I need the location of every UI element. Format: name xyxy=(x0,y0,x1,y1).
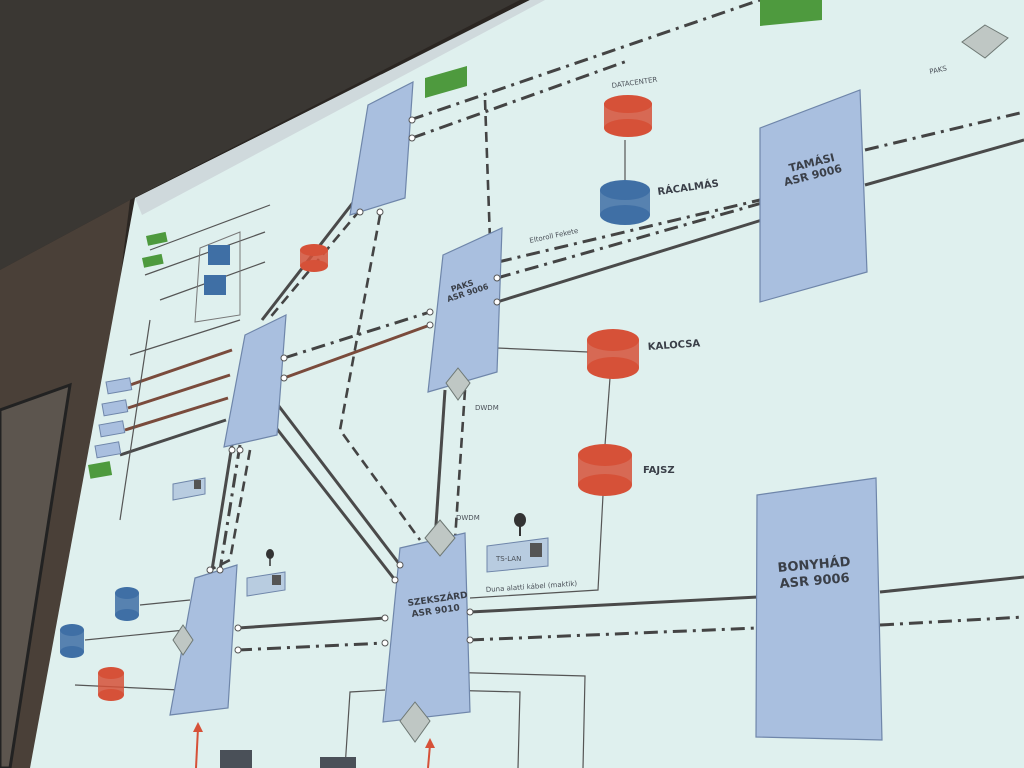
router-racalmas-icon[interactable] xyxy=(600,180,650,225)
arrow-bottom-1 xyxy=(195,727,199,768)
node-bonyhad[interactable]: BONYHÁD ASR 9006 xyxy=(755,477,883,741)
tag-green-left-3 xyxy=(88,461,113,479)
arrow-bottom-1-head xyxy=(193,722,203,732)
ceiling xyxy=(0,0,520,270)
link-southwest-b xyxy=(84,629,186,641)
ts-lan-szekszard-label: TS-LAN xyxy=(495,555,521,563)
annotation-dwdm-paks: DWDM xyxy=(475,404,499,412)
tag-blue-left-4 xyxy=(94,441,122,459)
link-dunaujvaros-south xyxy=(218,444,242,571)
router-fajsz-label: FAJSZ xyxy=(643,465,675,476)
dwdm-paks xyxy=(445,367,471,401)
node-upper[interactable] xyxy=(349,80,414,216)
router-fajsz-icon[interactable] xyxy=(578,444,632,496)
router-paks-small-icon[interactable] xyxy=(300,244,328,272)
link-tamasi-east xyxy=(864,138,1024,187)
device-bottom-2 xyxy=(320,757,356,768)
app-toolbar xyxy=(135,0,545,215)
link-top-paks xyxy=(483,99,492,241)
link-west-bundle-2 xyxy=(127,373,231,410)
link-dunaujvaros-szekszard-a xyxy=(268,419,397,581)
node-bonyhad-model: ASR 9006 xyxy=(779,571,850,592)
link-top-east-b xyxy=(411,58,631,140)
arrow-bottom-2-head xyxy=(425,738,435,748)
link-tamasi-east-dash xyxy=(864,110,1024,152)
link-west-thin-4 xyxy=(129,319,241,356)
router-southwest-a-icon[interactable] xyxy=(115,587,139,621)
link-kalocsa-paks xyxy=(496,347,589,353)
link-szekszard-bonyhad xyxy=(469,595,759,614)
router-kalocsa-icon[interactable] xyxy=(587,329,639,379)
link-paks-tamasi-dash xyxy=(496,201,763,280)
ts-lan-szekszard[interactable]: TS-LAN xyxy=(486,537,549,573)
node-tamasi[interactable]: TAMÁSI ASR 9006 xyxy=(759,89,868,303)
annotation-dwdm-szekszard: DWDM xyxy=(456,514,480,522)
node-bonyhad-name: BONYHÁD xyxy=(777,554,851,576)
node-szekszard[interactable]: SZEKSZÁRD ASR 9010 xyxy=(382,532,471,723)
tag-blue-left-2 xyxy=(101,399,129,417)
link-paks-szekszard-dash xyxy=(453,389,467,541)
link-dunaujvaros-szekszard-b xyxy=(276,404,402,566)
tag-green-left-1 xyxy=(146,231,168,246)
link-bonyhad-east xyxy=(879,575,1024,594)
link-dunaujvaros-szekszard-c xyxy=(209,449,252,572)
dwdm-top-right xyxy=(961,24,1009,59)
link-bonyhad-east-dash xyxy=(879,615,1024,627)
dwdm-szekszard-bottom xyxy=(399,701,431,743)
link-kalocsa-fajsz xyxy=(604,377,611,446)
router-racalmas-top-icon[interactable] xyxy=(604,95,652,137)
link-west-szekszard xyxy=(237,616,386,630)
link-dunaujvaros-paks xyxy=(283,323,431,380)
arrow-bottom-2 xyxy=(427,744,431,768)
router-southwest-c-icon[interactable] xyxy=(98,667,124,701)
link-south-a xyxy=(439,671,586,768)
router-kalocsa-label: KALOCSA xyxy=(647,338,700,353)
node-dunaujvaros[interactable] xyxy=(223,314,287,448)
tag-blue-left-3 xyxy=(98,420,126,438)
port-dots xyxy=(206,116,501,654)
link-south-c xyxy=(344,689,386,768)
link-west-vertical xyxy=(119,319,151,521)
link-southwest-a xyxy=(139,599,191,606)
device-bottom-1 xyxy=(220,750,252,768)
link-west-thin-1 xyxy=(149,204,271,251)
ts-lan-southwest[interactable] xyxy=(246,571,286,597)
tag-green-top xyxy=(425,66,467,98)
link-west-thin-2 xyxy=(144,231,266,276)
link-paks-szekszard xyxy=(433,389,447,541)
satellite-icon-szekszard xyxy=(514,513,526,536)
tag-green-left-2 xyxy=(142,253,164,268)
link-racalmas-paks xyxy=(497,198,761,264)
router-cluster-icon[interactable] xyxy=(194,231,241,323)
dwdm-szekszard-top xyxy=(424,519,456,557)
link-upper-szekszard xyxy=(338,214,422,541)
router-southwest-b-icon[interactable] xyxy=(60,624,84,658)
link-west-bundle-3 xyxy=(124,396,229,432)
satellite-icon-southwest xyxy=(266,549,274,566)
annotation-paks-top: PAKS xyxy=(929,64,948,76)
link-dunaujvaros-south-b xyxy=(210,444,234,571)
link-west-bundle-1 xyxy=(129,348,233,387)
link-west-bundle-4 xyxy=(119,418,227,457)
dwdm-southwest xyxy=(172,624,194,656)
node-paks[interactable]: PAKS ASR 9006 xyxy=(427,227,503,393)
link-paks-tamasi xyxy=(496,218,763,304)
link-dunaujvaros-paks-dash xyxy=(283,310,431,360)
link-szekszard-bonyhad-dash xyxy=(469,626,759,642)
link-fajsz-szekszard xyxy=(469,494,604,599)
link-west-szekszard-dash xyxy=(237,641,386,652)
tag-green-topright xyxy=(760,0,822,26)
ts-lan-left[interactable] xyxy=(172,477,206,501)
whiteboard xyxy=(0,382,72,768)
link-top-east xyxy=(409,0,761,122)
link-southwest-c xyxy=(74,684,181,691)
tag-blue-left-1 xyxy=(105,377,133,395)
